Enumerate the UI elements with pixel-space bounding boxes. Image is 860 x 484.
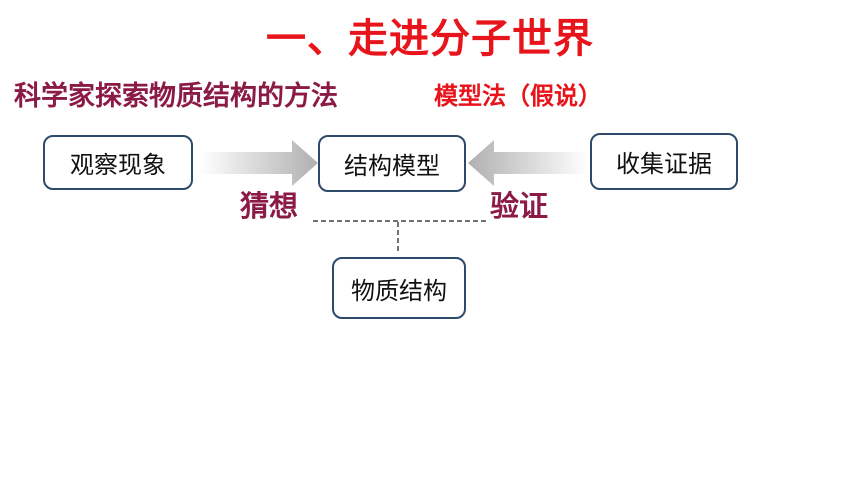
node-matter: 物质结构: [332, 257, 466, 319]
edge-label-guess: 猜想: [240, 189, 299, 223]
subtitle: 科学家探索物质结构的方法: [14, 81, 338, 112]
node-observe-label: 观察现象: [70, 151, 166, 179]
node-model-label: 结构模型: [344, 152, 440, 180]
arrow-observe-to-model: [200, 140, 318, 186]
page-title: 一、走进分子世界: [266, 16, 594, 62]
node-model: 结构模型: [318, 135, 466, 192]
arrow-evidence-to-model: [468, 140, 588, 186]
method-label: 模型法（假说）: [434, 82, 602, 110]
node-observe: 观察现象: [43, 135, 193, 190]
node-evidence-label: 收集证据: [616, 150, 712, 178]
node-matter-label: 物质结构: [351, 276, 447, 305]
node-evidence: 收集证据: [590, 133, 738, 190]
edge-label-verify: 验证: [490, 189, 549, 223]
